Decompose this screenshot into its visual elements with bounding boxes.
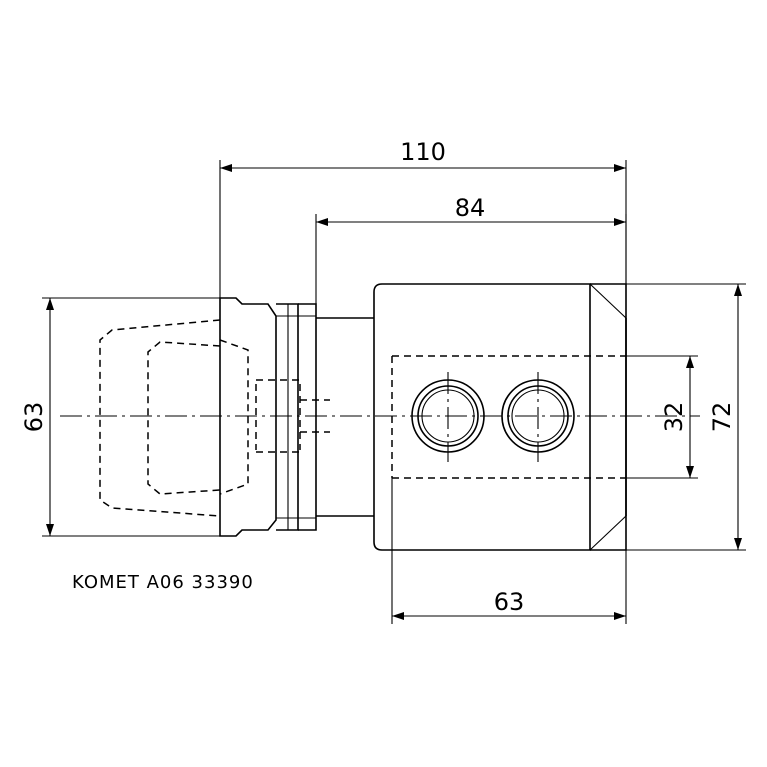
tool-body (373, 283, 627, 551)
dim-label-body-length: 84 (455, 194, 486, 222)
center-lines (60, 372, 700, 462)
dim-label-overall-length: 110 (400, 138, 446, 166)
dim-label-body-height: 72 (708, 402, 736, 433)
dimension-hole-spacing (626, 355, 698, 479)
shank (99, 297, 374, 537)
dim-label-body-width: 63 (494, 588, 525, 616)
part-number-caption: KOMET A06 33390 (72, 572, 254, 593)
dimension-overall-length (219, 160, 627, 298)
dimension-body-length (315, 214, 627, 304)
dimension-body-width (391, 478, 627, 624)
dimension-shank-diameter (42, 297, 220, 537)
dimension-body-height (626, 283, 746, 551)
dim-label-hole-spacing: 32 (660, 402, 688, 433)
dim-label-shank-diameter: 63 (20, 402, 48, 433)
